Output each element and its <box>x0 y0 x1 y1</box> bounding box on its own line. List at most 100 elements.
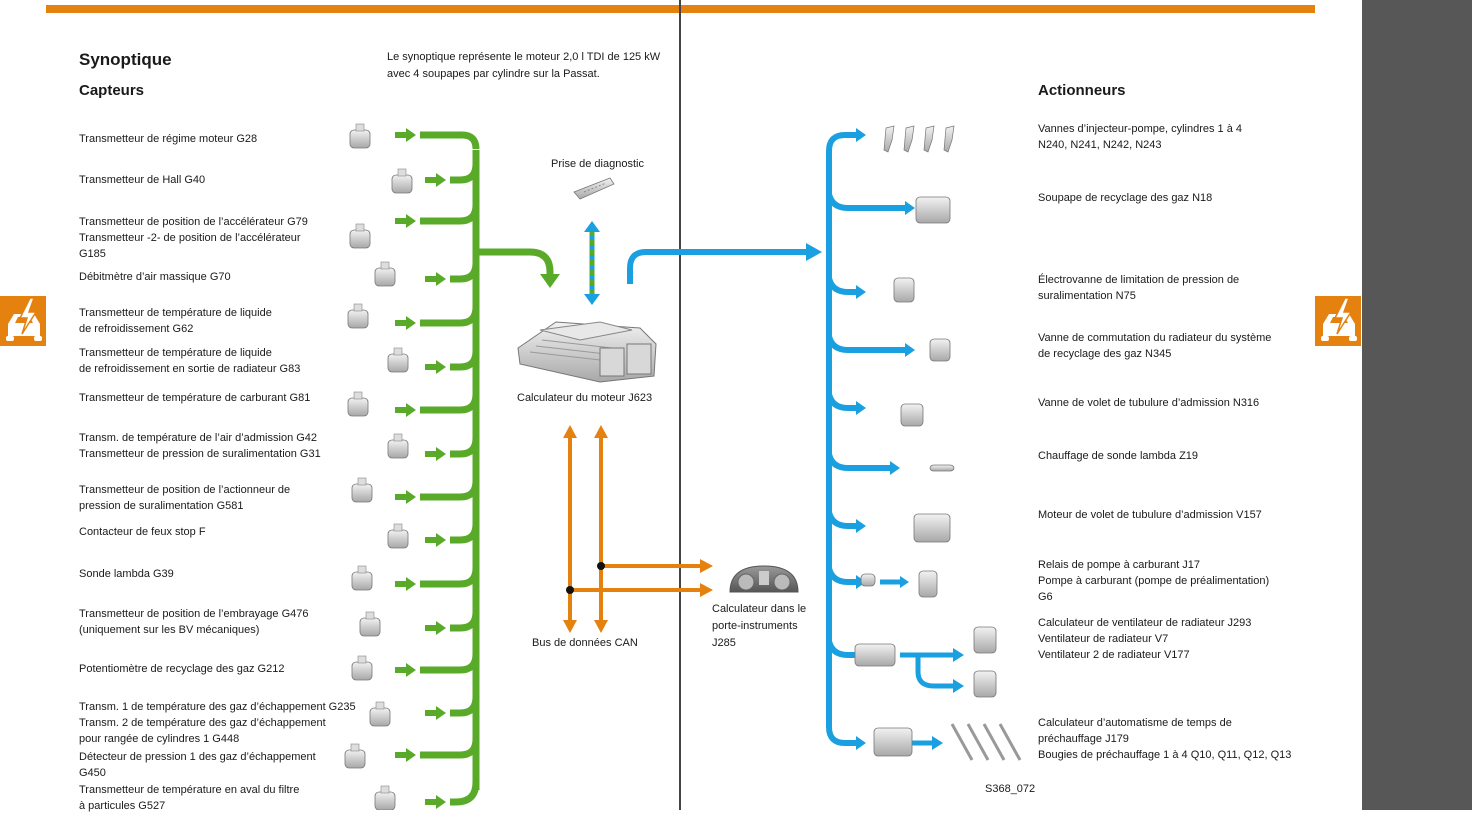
side-panel <box>1362 0 1472 810</box>
actuator-label: Vanne de volet de tubulure d’admission N… <box>1038 395 1259 411</box>
electrical-car-tab-icon[interactable] <box>0 296 46 346</box>
sensor-bus <box>395 128 480 809</box>
sensor-label: Transmetteur de position de l’accélérate… <box>79 214 308 262</box>
injector-image[interactable] <box>923 125 935 153</box>
sensor-component-image[interactable] <box>387 347 409 373</box>
page-title: Synoptique <box>79 50 172 69</box>
sensor-component-image[interactable] <box>351 565 373 591</box>
sensor-label-line: Transmetteur de position de l’actionneur… <box>79 484 291 496</box>
sensor-component-image[interactable] <box>369 701 391 727</box>
electrical-car-tab-icon[interactable] <box>1315 296 1361 346</box>
sensor-signal-arrow <box>425 696 480 720</box>
sensor-label: Contacteur de feux stop F <box>79 524 206 540</box>
diagnostic-link-arrow <box>584 221 600 305</box>
actuator-label-line: Pompe à carburant (pompe de préalimentat… <box>1038 575 1270 587</box>
sensor-component-image[interactable] <box>387 523 409 549</box>
actuator-component-image[interactable] <box>913 513 951 543</box>
sensor-label-line: de refroidissement G62 <box>79 323 194 335</box>
sensor-label: Transmetteur de position de l’actionneur… <box>79 482 290 514</box>
page-spread-divider <box>679 0 681 810</box>
sensor-label: Détecteur de pression 1 des gaz d’échapp… <box>79 749 316 781</box>
actuator-component-image[interactable] <box>973 670 997 698</box>
sensor-label-line: G185 <box>79 248 106 260</box>
sensor-signal-arrow <box>395 204 480 228</box>
instrument-cluster-image[interactable] <box>729 565 799 593</box>
actuator-component-image[interactable] <box>893 277 915 303</box>
sensor-component-image[interactable] <box>347 391 369 417</box>
can-junction-dot <box>566 586 574 594</box>
actuator-component-image[interactable] <box>918 570 938 598</box>
instrument-cluster-label: Calculateur dans le porte-instruments J2… <box>712 601 806 652</box>
sensor-signal-arrow <box>425 350 480 374</box>
sensor-label-line: Transmetteur -2- de position de l’accélé… <box>79 232 301 244</box>
sensors-heading: Capteurs <box>79 82 145 99</box>
sensor-label-line: Détecteur de pression 1 des gaz d’échapp… <box>79 751 316 763</box>
sensor-label-line: Transmetteur de température en aval du f… <box>79 784 300 796</box>
sensor-component-image[interactable] <box>351 477 373 503</box>
sensor-component-image[interactable] <box>387 433 409 459</box>
sensor-component-image[interactable] <box>374 785 396 810</box>
injector-image[interactable] <box>943 125 955 153</box>
sensor-component-image[interactable] <box>344 743 366 769</box>
actuators-heading: Actionneurs <box>1038 82 1126 99</box>
sensor-component-image[interactable] <box>359 611 381 637</box>
sensor-signal-arrow <box>395 306 480 330</box>
sensor-label: Transm. 1 de température des gaz d’échap… <box>79 699 356 747</box>
diagnostic-connector[interactable] <box>573 177 615 200</box>
actuator-component-image[interactable] <box>929 464 955 472</box>
sensor-component-image[interactable] <box>374 261 396 287</box>
sensor-signal-arrow <box>425 781 480 809</box>
actuator-signal-arrow <box>826 335 915 357</box>
engine-ecu-image[interactable] <box>517 321 657 383</box>
glow-plug-image[interactable] <box>966 723 990 761</box>
can-bus-label: Bus de données CAN <box>532 637 638 649</box>
can-junction-dot <box>597 562 605 570</box>
actuator-signal-arrow <box>826 277 866 299</box>
sensor-label: Transmetteur de température en aval du f… <box>79 782 299 814</box>
sensor-label-line: Transmetteur de température de liquide <box>79 347 272 359</box>
sensor-component-image[interactable] <box>347 303 369 329</box>
actuator-label: Vanne de commutation du radiateur du sys… <box>1038 330 1271 362</box>
sensor-signal-arrow <box>395 738 480 762</box>
injector-image[interactable] <box>903 125 915 153</box>
actuator-label: Moteur de volet de tubulure d’admission … <box>1038 507 1262 523</box>
sensor-label-line: pour rangée de cylindres 1 G448 <box>79 733 240 745</box>
cluster-label-line: porte-instruments <box>712 620 798 632</box>
actuator-signal-arrow <box>826 453 900 475</box>
actuator-label-line: Calculateur de ventilateur de radiateur … <box>1038 617 1252 629</box>
sensor-signal-arrow <box>395 567 480 591</box>
actuator-component-image[interactable] <box>973 626 997 654</box>
actuator-label-line: Vanne de commutation du radiateur du sys… <box>1038 332 1272 344</box>
glow-plug-image[interactable] <box>982 723 1006 761</box>
sensor-label-line: Transm. 1 de température des gaz d’échap… <box>79 701 356 713</box>
sensor-component-image[interactable] <box>349 223 371 249</box>
sensor-label-line: (uniquement sur les BV mécaniques) <box>79 624 260 636</box>
sensor-component-image[interactable] <box>351 655 373 681</box>
actuator-signal-arrow <box>826 567 866 589</box>
sensor-signal-arrow <box>395 128 480 150</box>
injector-image[interactable] <box>883 125 895 153</box>
actuator-component-image[interactable] <box>900 403 924 427</box>
actuator-bus <box>826 128 964 750</box>
actuator-label-line: Soupape de recyclage des gaz N18 <box>1038 192 1213 204</box>
actuator-label-line: G6 <box>1038 591 1053 603</box>
sensor-signal-arrow <box>425 523 480 547</box>
actuator-component-image[interactable] <box>915 196 951 224</box>
glow-plug-image[interactable] <box>998 723 1022 761</box>
actuator-label: Soupape de recyclage des gaz N18 <box>1038 190 1212 206</box>
actuator-label: Vannes d’injecteur-pompe, cylindres 1 à … <box>1038 121 1242 153</box>
actuator-label-line: Chauffage de sonde lambda Z19 <box>1038 450 1199 462</box>
glow-plug-image[interactable] <box>950 723 974 761</box>
sensor-component-image[interactable] <box>391 168 413 194</box>
actuator-component-image[interactable] <box>929 338 951 362</box>
actuator-component-image[interactable] <box>873 727 913 757</box>
sensor-signal-arrow <box>425 437 480 461</box>
sensor-component-image[interactable] <box>349 123 371 149</box>
actuator-component-image[interactable] <box>860 573 876 587</box>
sensor-label-line: Transmetteur de température de liquide <box>79 307 272 319</box>
actuator-component-image[interactable] <box>854 643 896 667</box>
actuator-label-line: Ventilateur de radiateur V7 <box>1038 633 1169 645</box>
sensor-label-line: Contacteur de feux stop F <box>79 526 206 538</box>
sensor-label-line: Potentiomètre de recyclage des gaz G212 <box>79 663 285 675</box>
